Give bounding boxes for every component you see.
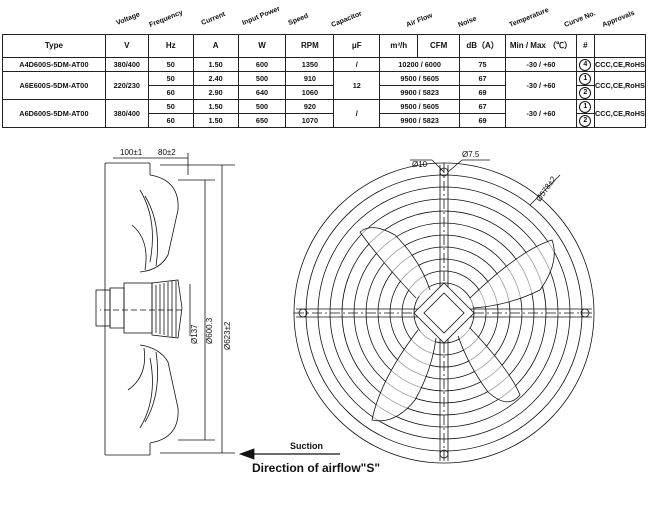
cap-cell: / [333, 99, 381, 128]
curve-cell: 1 [575, 71, 595, 86]
dim-600: Ø600.3 [205, 317, 214, 344]
type-cell: A6D600S-5DM-AT00 [2, 99, 106, 128]
airflow-direction-label: Direction of airflow"S" [252, 461, 380, 475]
voltage-cell: 220/230 [104, 71, 149, 100]
type-cell: A6E600S-5DM-AT00 [2, 71, 106, 100]
noise-cell: 69 [459, 113, 507, 128]
curve-badge: 2 [579, 115, 592, 127]
dim-578: Ø578±2 [534, 174, 558, 203]
approvals-cell: CCC,CE,RoHS [593, 99, 647, 128]
temp-cell: -30 / +60 [505, 71, 577, 100]
curve-badge: 1 [579, 73, 592, 85]
current-cell: 1.50 [192, 113, 239, 128]
table-row: 60 1.50 650 1070 9900 / 5823 69 2 [3, 113, 646, 128]
dim-7-5: Ø7.5 [462, 150, 480, 159]
dim-80: 80±2 [158, 148, 176, 157]
speed-cell: 1070 [285, 113, 335, 128]
table-row: A6D600S-5DM-AT00 380/400 50 1.50 500 920… [2, 99, 647, 128]
suction-label: Suction [290, 441, 323, 451]
table-row: 60 2.90 640 1060 9900 / 5823 69 2 [3, 85, 646, 100]
unit-power: W [237, 34, 287, 58]
curve-badge: 2 [579, 87, 592, 99]
table-row: A4D600S-5DM-AT00 380/400 50 1.50 600 135… [2, 57, 647, 72]
dim-623: Ø623±2 [223, 321, 232, 350]
dim-137: Ø137 [190, 324, 199, 344]
temp-cell: -30 / +60 [505, 99, 577, 128]
curve-badge: 4 [579, 59, 592, 71]
unit-speed: RPM [285, 34, 335, 58]
dim-100: 100±1 [120, 148, 143, 157]
table-row: A6E600S-5DM-AT00 220/230 50 2.40 500 910… [2, 71, 647, 100]
curve-cell: 2 [575, 113, 595, 128]
fan-front-view [293, 159, 595, 464]
fan-side-view [95, 153, 340, 460]
voltage-cell: 380/400 [104, 99, 149, 128]
units-row: Type V Hz A W RPM μF m³/h CFM dB（A） Min … [2, 34, 647, 58]
airflow-cell: 9900 / 5823 [379, 113, 461, 128]
approvals-cell: CCC,CE,RoHS [593, 71, 647, 100]
spec-table: Type V Hz A W RPM μF m³/h CFM dB（A） Min … [2, 34, 647, 128]
curve-badge: 1 [579, 101, 592, 113]
unit-noise: dB（A） [459, 34, 507, 58]
dim-10: Ø10 [412, 160, 428, 169]
